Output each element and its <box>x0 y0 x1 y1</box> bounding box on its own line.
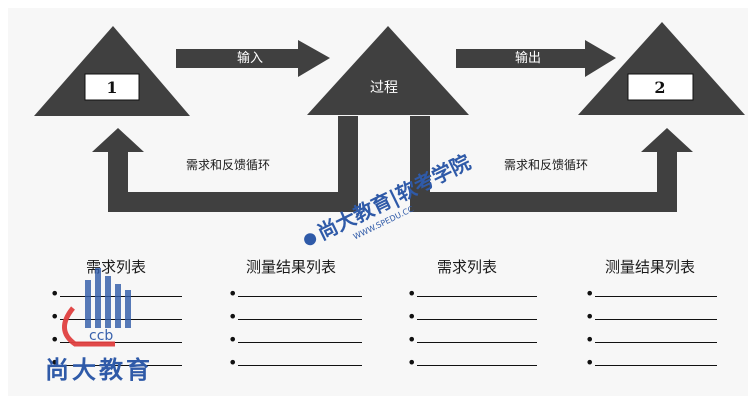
blank-line <box>238 296 362 297</box>
bullet-icon: • <box>407 330 417 349</box>
triangle-1 <box>34 26 190 116</box>
loop-left-label: 需求和反馈循环 <box>186 158 270 172</box>
bullet-icon: • <box>585 307 595 326</box>
blank-line <box>417 319 537 320</box>
logo-mark-text: ccb <box>89 328 113 344</box>
process-label: 过程 <box>370 80 398 96</box>
blank-line <box>595 365 717 366</box>
blank-line <box>595 296 717 297</box>
blank-line <box>595 319 717 320</box>
watermark-logo-text: 尚大教育 <box>45 355 153 384</box>
watermark-logo: ccb <box>62 268 131 347</box>
bullet-icon: • <box>228 353 238 372</box>
list-title: 测量结果列表 <box>605 258 696 276</box>
bullet-icon: • <box>585 330 595 349</box>
list-title: 需求列表 <box>86 258 147 276</box>
bullet-icon: • <box>228 284 238 303</box>
box-2-label: 2 <box>654 78 665 97</box>
watermark-circle-icon <box>304 233 317 246</box>
triangle-process <box>307 26 469 115</box>
blank-line <box>417 342 537 343</box>
bullet-icon: • <box>50 284 60 303</box>
bullet-icon: • <box>407 353 417 372</box>
logo-bar <box>115 284 121 328</box>
bullet-icon: • <box>50 353 60 372</box>
bullet-icon: • <box>50 330 60 349</box>
logo-swoosh <box>62 306 115 347</box>
bullet-icon: • <box>50 307 60 326</box>
blank-line <box>417 296 537 297</box>
input-arrow <box>176 40 330 77</box>
triangle-2 <box>578 22 745 115</box>
logo-bar <box>95 268 101 328</box>
list-title: 需求列表 <box>437 258 498 276</box>
blank-line <box>238 319 362 320</box>
logo-bar <box>125 290 131 328</box>
label-box-2 <box>627 73 694 101</box>
blank-line <box>60 342 182 343</box>
blank-line <box>238 342 362 343</box>
list-title: 测量结果列表 <box>246 258 337 276</box>
box-1-label: 1 <box>106 78 117 97</box>
blank-line <box>417 365 537 366</box>
bullet-icon: • <box>585 284 595 303</box>
feedback-loop-left <box>92 116 358 212</box>
bullet-icon: • <box>585 353 595 372</box>
logo-bar <box>105 276 111 328</box>
bullet-icon: • <box>228 307 238 326</box>
feedback-loop-right <box>410 116 693 212</box>
blank-line <box>595 342 717 343</box>
input-label: 输入 <box>237 50 263 66</box>
blank-line <box>60 365 182 366</box>
blank-line <box>238 365 362 366</box>
logo-bar <box>85 280 91 328</box>
bullet-icon: • <box>407 307 417 326</box>
bullet-icon: • <box>228 330 238 349</box>
output-arrow <box>456 40 616 77</box>
bullet-icon: • <box>407 284 417 303</box>
loop-right-label: 需求和反馈循环 <box>504 158 588 172</box>
label-box-1 <box>84 73 140 101</box>
output-label: 输出 <box>515 50 541 66</box>
